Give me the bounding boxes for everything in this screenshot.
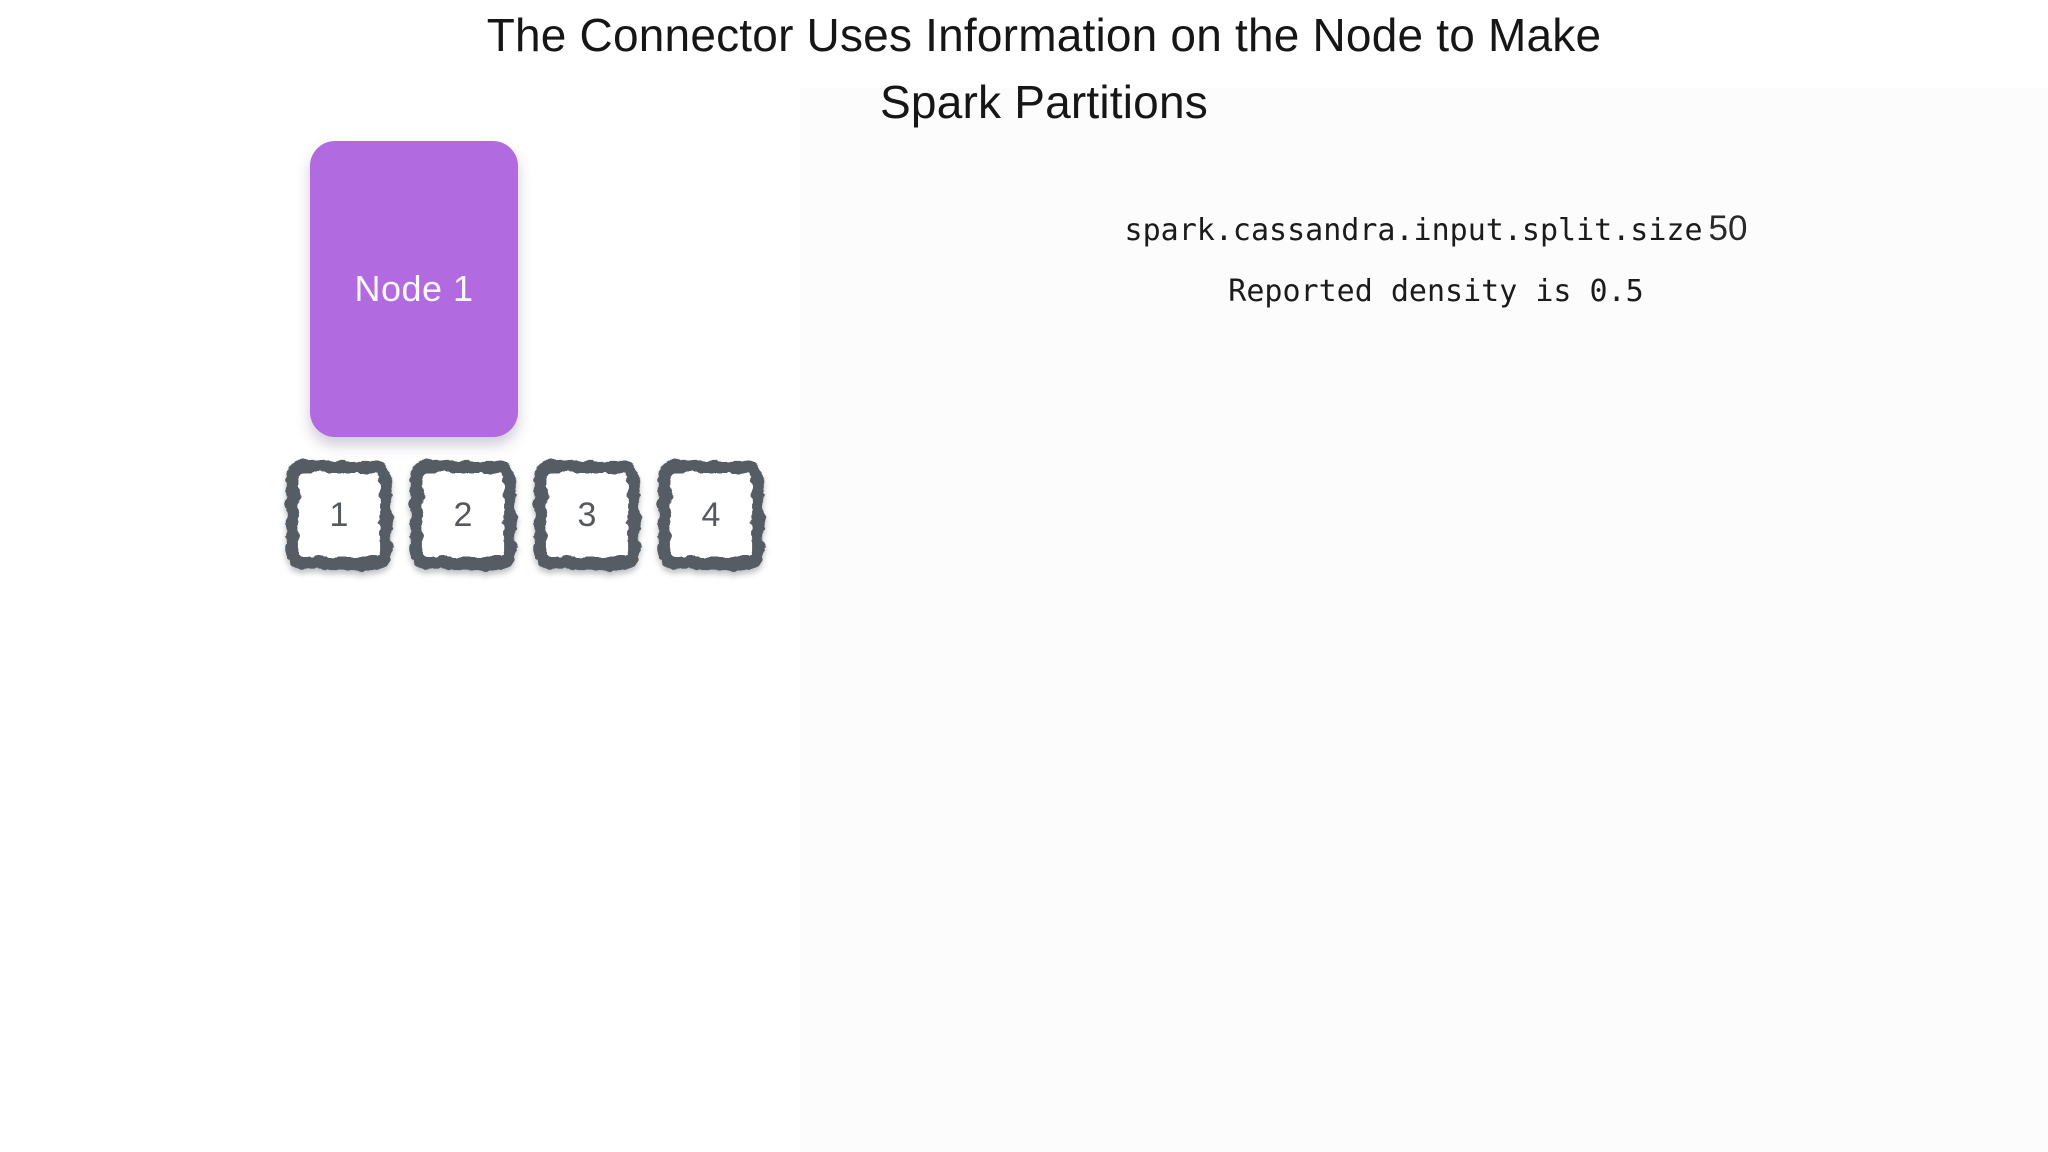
background-offwhite-region xyxy=(800,88,2048,1152)
sketchy-frame-icon xyxy=(534,460,640,570)
sketchy-frame-icon xyxy=(410,460,516,570)
partition-box-4: 4 xyxy=(655,457,767,573)
slide-title-line-2: Spark Partitions xyxy=(880,76,1208,128)
spark-partition-row: 1 2 3 4 xyxy=(283,457,767,573)
partition-box-3: 3 xyxy=(531,457,643,573)
config-density-line: Reported density is 0.5 xyxy=(1228,274,1644,309)
partition-number: 4 xyxy=(701,495,721,534)
config-property-name: spark.cassandra.input.split.size xyxy=(1124,213,1703,248)
partition-number: 2 xyxy=(453,495,473,534)
slide-title-line-1: The Connector Uses Information on the No… xyxy=(486,9,1602,61)
node-label: Node 1 xyxy=(354,268,474,309)
slide-title: The Connector Uses Information on the No… xyxy=(0,2,2048,136)
sketchy-frame-icon xyxy=(658,460,764,570)
sketchy-frame-icon xyxy=(286,460,392,570)
partition-number: 3 xyxy=(577,495,597,534)
cassandra-node-box: Node 1 xyxy=(310,141,518,437)
partition-box-1: 1 xyxy=(283,457,395,573)
partition-box-2: 2 xyxy=(407,457,519,573)
partition-number: 1 xyxy=(329,495,349,534)
config-property-value: 50 xyxy=(1708,209,1748,248)
